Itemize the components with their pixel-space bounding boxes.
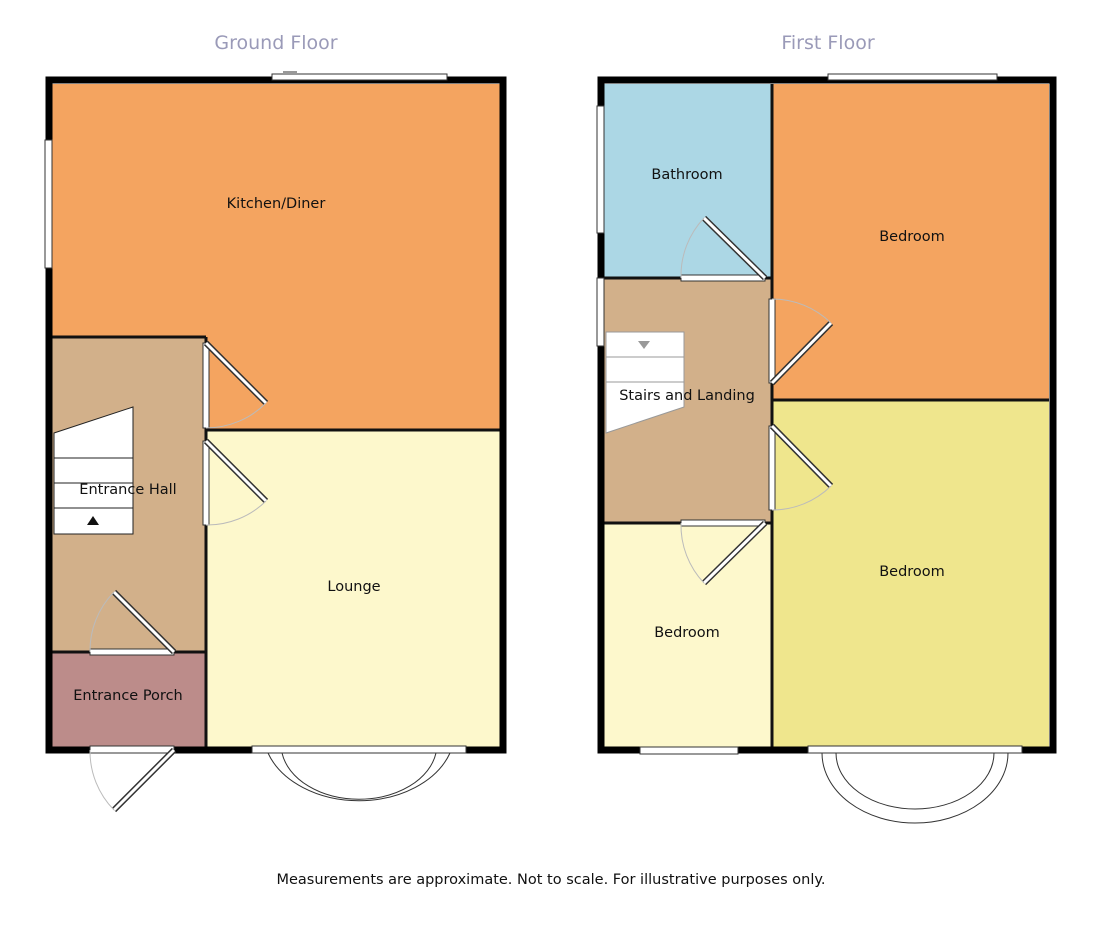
ground-stairs <box>53 406 134 535</box>
ground-windows <box>44 71 448 269</box>
first-windows <box>596 73 998 755</box>
bedroom-small-window <box>639 746 739 755</box>
bedroom-rear-window <box>827 73 998 81</box>
lounge-label: Lounge <box>327 579 380 595</box>
bedroom-bay-window <box>807 745 1023 824</box>
bathroom-door-frame <box>680 274 766 282</box>
kitchen-side-window <box>44 139 53 269</box>
lounge-room <box>206 430 500 747</box>
disclaimer-footnote: Measurements are approximate. Not to sca… <box>276 872 826 888</box>
bathroom-window <box>596 105 605 234</box>
bedroom-front-large-label: Bedroom <box>879 564 945 580</box>
stairs-landing-label: Stairs and Landing <box>619 388 755 404</box>
bedroom-small-room <box>604 523 772 747</box>
bedroom-small-door-frame <box>680 519 766 527</box>
ground-floor-title: Ground Floor <box>214 32 337 54</box>
first-floor-title: First Floor <box>781 32 874 54</box>
front-door-frame <box>89 745 175 754</box>
stair-down-arrow-icon <box>638 341 650 349</box>
landing-window <box>596 277 605 347</box>
entrance-porch-label: Entrance Porch <box>73 688 182 704</box>
bedroom-front-door-frame <box>768 425 776 511</box>
first-stairs <box>605 331 685 434</box>
ground-doors <box>89 340 269 813</box>
lounge-bay-window <box>251 745 467 802</box>
entrance-porch-room <box>52 652 206 747</box>
bedroom-rear-door-frame <box>768 298 776 384</box>
bathroom-room <box>604 84 772 278</box>
hall-lounge-door-frame <box>202 440 210 526</box>
kitchen-diner-room <box>52 84 500 430</box>
kitchen-diner-label: Kitchen/Diner <box>227 196 326 212</box>
entrance-hall-label: Entrance Hall <box>79 482 176 498</box>
bedroom-rear-room <box>772 84 1049 400</box>
kitchen-window <box>271 73 448 81</box>
first-doors <box>680 215 834 586</box>
stair-up-arrow-icon <box>87 516 99 525</box>
bedroom-rear-label: Bedroom <box>879 229 945 245</box>
bathroom-label: Bathroom <box>651 167 722 183</box>
bedroom-front-large-room <box>772 400 1049 747</box>
porch-hall-door-frame <box>89 648 175 656</box>
hall-kitchen-door-frame <box>202 342 210 429</box>
bedroom-small-label: Bedroom <box>654 625 720 641</box>
